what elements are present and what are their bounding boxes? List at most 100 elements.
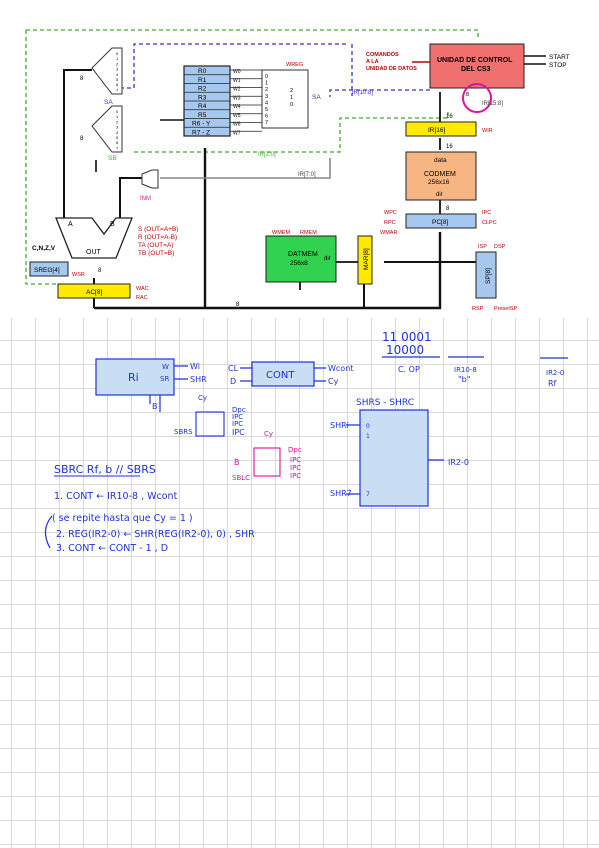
register-w-6: W6 — [233, 122, 241, 128]
mux-a-in-6: 6 — [116, 82, 119, 87]
ir-width: 16 — [446, 114, 453, 120]
ir-10-8-label: IR[10:8] — [352, 90, 373, 96]
handwritten-notes: 11 0001 10000 C. OP IR10-8 "b" IR2-0 Rf … — [44, 330, 568, 554]
sp-preset-label: PresetSP — [494, 306, 518, 312]
datmem-title: DATMEM — [288, 251, 318, 258]
ri-port-wires — [149, 365, 188, 412]
datmem-w-label: WMEM — [272, 230, 290, 236]
shr-mux-top: SHRi — [330, 421, 349, 430]
decoder-in-0: 0 — [290, 102, 293, 108]
sp-register — [475, 251, 497, 299]
ir2-0-label: IR2-0 — [546, 369, 564, 377]
register-w-1: W1 — [233, 78, 241, 84]
inm-label: INM — [140, 196, 151, 202]
pc-cl-label: CLPC — [482, 220, 497, 226]
sbrs-mux-b: B — [152, 402, 158, 411]
mux-b-in-1: 1 — [116, 114, 119, 119]
register-w-0: W0 — [233, 69, 241, 75]
decoder-out-2: 2 — [265, 87, 268, 93]
register-4: R4 — [198, 103, 207, 110]
step-1: 1. CONT ← IR10-8 , Wcont — [54, 491, 178, 502]
register-w-7: W7 — [233, 130, 241, 136]
main-bus-bottom — [94, 232, 442, 310]
pc-register — [405, 213, 477, 229]
mux-a-in-7: 7 — [116, 87, 119, 92]
decoder-w-label: WREG — [286, 62, 303, 68]
alu-out-width: 8 — [98, 268, 102, 274]
datmem-size: 256x8 — [290, 260, 308, 267]
ir10-8-label: IR10-8 — [454, 366, 477, 374]
step-2: 2. REG(IR2-0) ← SHR(REG(IR2-0), 0) , SHR — [56, 529, 255, 540]
sblc-mux-b: B — [234, 458, 240, 467]
shr-mux-in-7: 7 — [366, 491, 370, 498]
sp-label: SP[8] — [485, 268, 492, 284]
alu-out-label: OUT — [86, 249, 102, 256]
shr-mux-bottom: SHR7 — [330, 489, 352, 498]
ir-2-0-label: IR[2:0] — [258, 152, 276, 158]
codmem-title: CODMEM — [424, 171, 456, 178]
cont-wcont-label: Wcont — [328, 364, 353, 373]
decoder-out-1: 1 — [265, 81, 268, 87]
mux-a-in-3: 3 — [116, 67, 119, 72]
register-w-3: W3 — [233, 95, 241, 101]
register-decoder — [261, 69, 309, 129]
alu-a-label: A — [68, 221, 73, 228]
sblc-out-2: IPC — [290, 464, 301, 472]
decoder-in-1: 1 — [290, 95, 293, 101]
register-w-4: W4 — [233, 104, 241, 110]
decoder-out-0: 0 — [265, 74, 268, 80]
register-7: R7 - Z — [192, 129, 210, 136]
shr-mux-block — [359, 409, 429, 507]
mux-a-in-2: 2 — [116, 61, 119, 66]
step-note: ( se repite hasta que Cy = 1 ) — [52, 513, 193, 524]
mux-a-width: 8 — [80, 76, 84, 82]
sreg-label: SREG[4] — [34, 267, 60, 274]
green-dashed-bus-left — [25, 30, 58, 285]
decoder-out-6: 6 — [265, 114, 268, 120]
ri-register-block — [95, 358, 175, 396]
register-w-5: W5 — [233, 113, 241, 119]
ri-wi-label: Wi — [190, 362, 200, 371]
ir-15-8-width: 8 — [466, 92, 469, 98]
sbrs-out-3: IPC — [232, 428, 245, 437]
decoder-sa-label: SA — [312, 94, 321, 101]
pc-label: PC[8] — [432, 219, 448, 226]
decoder-in-2: 2 — [290, 88, 293, 94]
step-bracket — [44, 515, 53, 549]
codmem-data: data — [434, 157, 447, 164]
mux-a-in-5: 5 — [116, 77, 119, 82]
green-dashed-bus — [26, 29, 479, 40]
sbrs-out-1: IPC — [232, 413, 243, 421]
mar-label: MAR[8] — [363, 248, 370, 270]
alu-op-3: TB (OUT=B) — [138, 250, 174, 257]
start-label: START — [549, 54, 570, 61]
mux-b-in-4: 4 — [116, 130, 119, 135]
green-ir-2-0-bus — [132, 112, 449, 153]
blue-sa-bus — [120, 43, 346, 89]
mux-b-in-0: 0 — [116, 109, 119, 114]
datmem-r-label: RMEM — [300, 230, 317, 236]
comandos-line3: UNIDAD DE DATOS — [366, 66, 417, 72]
instruction-line: SBRC Rf, b // SBRS — [54, 463, 156, 476]
sbrs-mux-cy: Cy — [198, 394, 207, 402]
b-label: "b" — [458, 375, 470, 384]
sblc-mux-cy: Cy — [264, 430, 273, 438]
ir-w-label: WIR — [482, 128, 493, 134]
decoder-out-7: 7 — [265, 120, 268, 126]
decoder-out-4: 4 — [265, 100, 268, 106]
sp-r-label: RSP — [472, 306, 484, 312]
sreg-w-label: WSR — [72, 272, 85, 278]
ac-r-label: RAC — [136, 295, 148, 301]
cont-d-label: D — [230, 377, 236, 386]
start-stop-wires — [524, 55, 546, 65]
register-2: R2 — [198, 86, 207, 93]
sblc-out-3: IPC — [290, 472, 301, 480]
codmem-size: 256x16 — [428, 179, 450, 186]
mux-a-wire — [63, 69, 92, 218]
mux-b-wire — [119, 177, 142, 218]
mux-b-sb-label: SB — [108, 155, 117, 162]
